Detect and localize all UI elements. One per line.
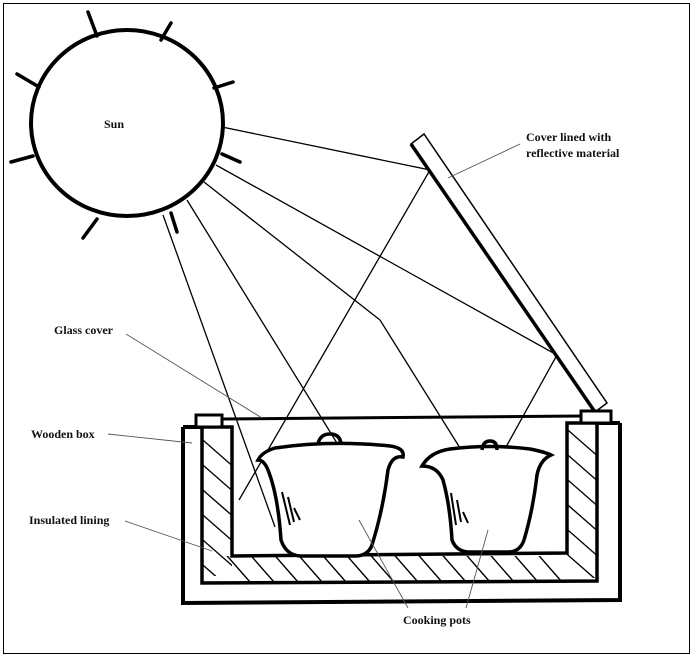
sun-ray [159, 21, 173, 42]
diagram-frame [3, 3, 690, 654]
sun-ray [81, 217, 99, 240]
reflector-surface [409, 143, 597, 413]
reflector-panel [409, 132, 609, 414]
reflector-label-line1: Cover lined with [526, 130, 611, 144]
glass-support-right [579, 409, 613, 425]
leader-pot-right [465, 529, 489, 609]
leader-wooden-box [107, 433, 193, 444]
sun-rays [9, 10, 242, 240]
pot-body [255, 441, 405, 558]
cooking-pot-left [255, 432, 405, 558]
sun-ray [169, 211, 179, 234]
leader-reflector [447, 143, 521, 179]
pot-shine-marks [450, 492, 469, 526]
box-outer-wall [181, 423, 622, 606]
glass-cover-label: Glass cover [54, 323, 114, 337]
wooden-box-label: Wooden box [31, 427, 95, 441]
pot-lid-knob [480, 439, 499, 451]
sun-disc [29, 28, 225, 218]
insulated-lining [202, 428, 597, 583]
sun-label: Sun [104, 117, 124, 131]
pot-shine-marks [281, 491, 301, 526]
leader-insulated-lining [124, 520, 213, 552]
leader-lines [107, 143, 521, 609]
light-ray [186, 199, 341, 449]
light-ray [162, 214, 276, 528]
sun-ray [220, 152, 242, 164]
sun: Sun [9, 10, 242, 240]
pot-body [418, 444, 556, 554]
light-ray [215, 164, 558, 448]
sun-ray [86, 10, 99, 38]
glass-support-left [194, 413, 224, 429]
glass-cover [194, 409, 613, 429]
cooking-pot-right [418, 439, 556, 554]
leader-pot-left [358, 519, 409, 609]
pot-lid-knob [316, 432, 343, 445]
light-ray [379, 319, 461, 449]
reflector-label-line2: reflective material [526, 146, 620, 160]
insulated-lining-label: Insulated lining [29, 513, 109, 527]
reflective-cover [409, 132, 609, 414]
sun-ray [9, 154, 35, 164]
sun-ray [212, 80, 235, 90]
sun-ray [15, 72, 41, 89]
light-ray [203, 181, 381, 321]
cooking-pots-label: Cooking pots [403, 613, 471, 627]
glass-pane [221, 414, 582, 421]
insulation-outer [200, 421, 599, 585]
leader-glass-cover [125, 333, 263, 419]
